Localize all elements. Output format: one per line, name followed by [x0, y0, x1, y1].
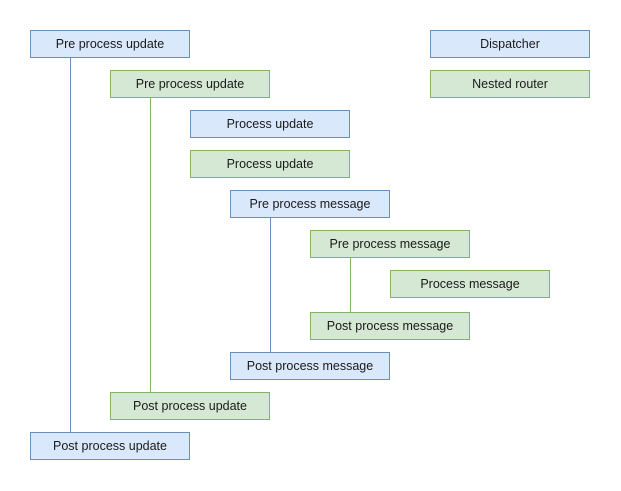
connector-n5-to-n9: [270, 218, 271, 352]
node-pre-process-update-dispatcher[interactable]: Pre process update: [30, 30, 190, 58]
connector-n6-to-n8: [350, 258, 351, 312]
connector-n1-to-n11: [70, 58, 71, 432]
node-pre-process-message-dispatcher[interactable]: Pre process message: [230, 190, 390, 218]
node-process-update-nested-router[interactable]: Process update: [190, 150, 350, 178]
node-pre-process-message-nested-router[interactable]: Pre process message: [310, 230, 470, 258]
node-post-process-message-dispatcher[interactable]: Post process message: [230, 352, 390, 380]
legend-item-nested-router[interactable]: Nested router: [430, 70, 590, 98]
node-post-process-message-nested-router[interactable]: Post process message: [310, 312, 470, 340]
node-post-process-update-dispatcher[interactable]: Post process update: [30, 432, 190, 460]
node-process-update-dispatcher[interactable]: Process update: [190, 110, 350, 138]
node-pre-process-update-nested-router[interactable]: Pre process update: [110, 70, 270, 98]
legend-item-dispatcher[interactable]: Dispatcher: [430, 30, 590, 58]
node-post-process-update-nested-router[interactable]: Post process update: [110, 392, 270, 420]
node-process-message-nested-router[interactable]: Process message: [390, 270, 550, 298]
connector-n2-to-n10: [150, 98, 151, 392]
